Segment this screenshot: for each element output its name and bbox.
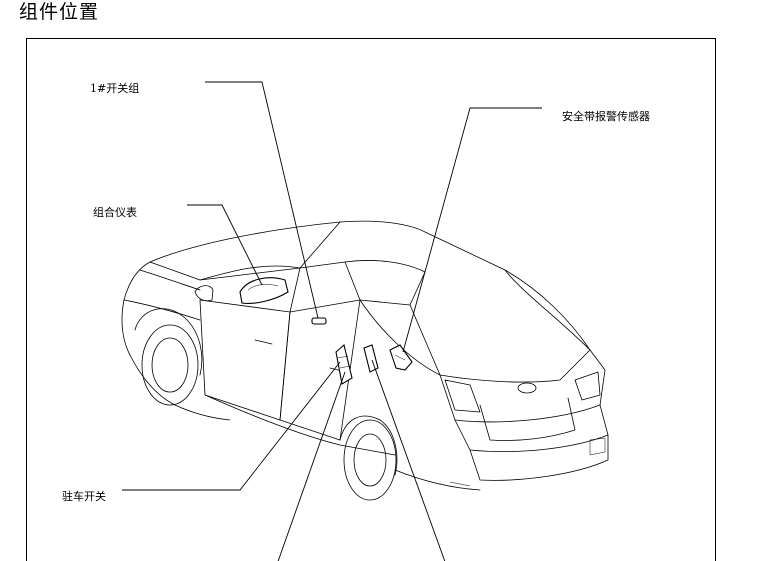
page-title: 组件位置 [19, 1, 100, 23]
car-body [121, 220, 609, 501]
instrument-cluster-part [239, 277, 289, 304]
label-instrument-cluster: 组合仪表 [93, 206, 137, 219]
seatbelt-sensor-part [389, 344, 413, 371]
label-seatbelt-sensor: 安全带报警传感器 [562, 110, 650, 123]
leader-parking-switch [122, 361, 341, 491]
label-parking-switch: 驻车开关 [62, 490, 106, 503]
leader-seatbelt-sensor [402, 107, 542, 353]
switch-group-part [311, 317, 327, 325]
component-parts [239, 277, 413, 385]
parking-switch-part [335, 343, 353, 385]
leader-instrument-cluster [187, 204, 263, 286]
leader-lines [122, 81, 542, 561]
label-switch-group: 1#开关组 [90, 82, 140, 95]
diagram-frame [26, 38, 716, 561]
leader-lower-left [277, 371, 346, 561]
leader-lower-right [371, 359, 446, 561]
seat-bracket-part [363, 344, 379, 373]
leader-switch-group [205, 81, 319, 319]
